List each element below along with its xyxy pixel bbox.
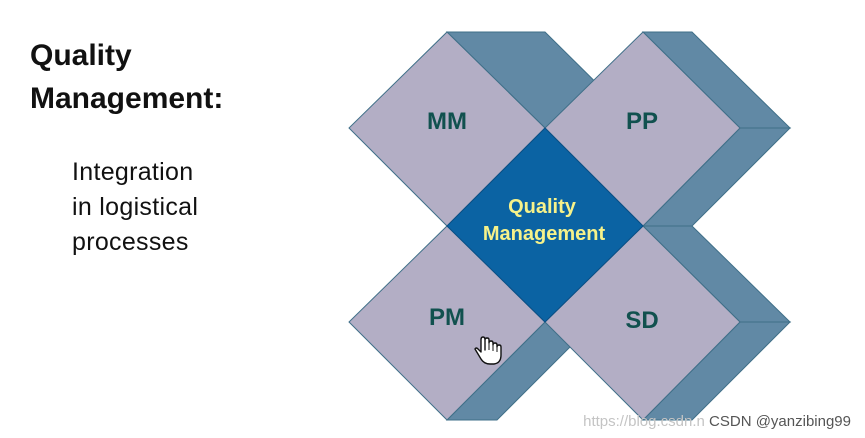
module-label-mm: MM [427,108,467,135]
center-label-line-2: Management [483,223,606,245]
module-label-sd: SD [625,307,658,334]
hand-pointer-icon [474,336,502,365]
page-title: Quality Management: [30,34,223,120]
diamond-quality-management [446,127,644,323]
title-line-2: Management: [30,82,224,115]
subtitle: Integration in logistical processes [72,155,198,260]
watermark-url: https://blog.csdn.n [583,413,705,430]
subtitle-line-1: Integration [72,158,194,186]
module-label-pp: PP [626,108,658,135]
subtitle-line-3: processes [72,228,189,256]
watermark: https://blog.csdn.n CSDN @yanzibing99 [583,413,851,430]
subtitle-line-2: in logistical [72,193,199,221]
title-line-1: Quality [30,39,132,72]
module-label-pm: PM [429,304,465,331]
center-label-line-1: Quality [508,196,577,218]
watermark-author: CSDN @yanzibing99 [709,413,851,430]
